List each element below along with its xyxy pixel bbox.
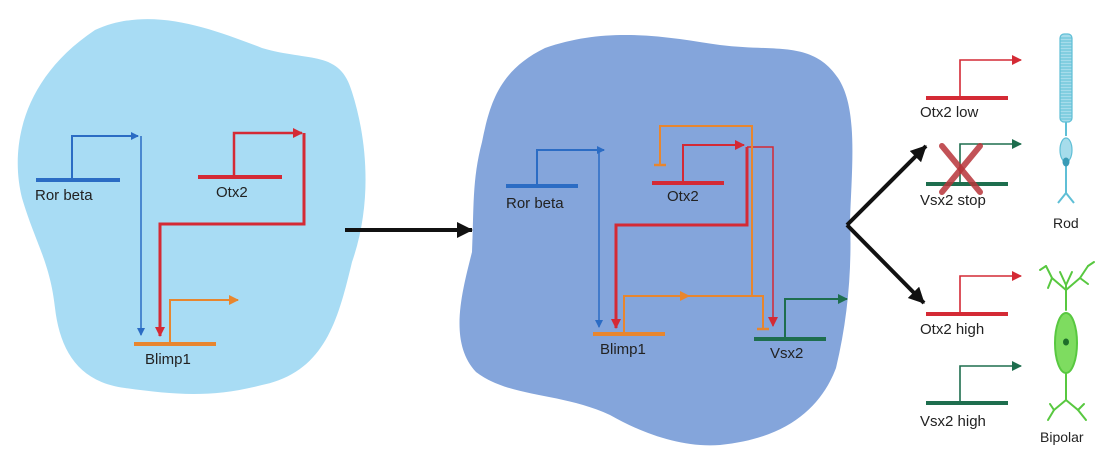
- bipolar-cell-icon: [1039, 261, 1095, 421]
- vsx2-high-label: Vsx2 high: [920, 413, 986, 430]
- blocked-cross-icon: [939, 143, 983, 195]
- blimp1-promoter-arrow: [169, 295, 239, 342]
- vsx2-high-promoter-arrow: [959, 361, 1022, 401]
- bipolar-label: Bipolar: [1040, 429, 1084, 445]
- vsx2-promoter-arrow: [784, 294, 848, 337]
- vsx2-label: Vsx2: [770, 345, 804, 362]
- ror-beta-promoter-arrow: [536, 146, 605, 184]
- otx2-high-promoter-arrow: [959, 271, 1022, 312]
- vsx2-stop-label: Vsx2 stop: [920, 192, 986, 209]
- ror-beta-label: Ror beta: [506, 195, 564, 212]
- blimp1-promoter-arrow: [623, 291, 690, 332]
- left-cell-body: [17, 19, 366, 394]
- rod-fate-arrow: [845, 144, 928, 227]
- otx2-low-promoter-arrow: [959, 55, 1022, 96]
- otx2-promoter-arrow: [232, 128, 303, 175]
- rod-label: Rod: [1053, 215, 1079, 231]
- rod-cell-icon: [1057, 33, 1075, 204]
- blimp1-label: Blimp1: [145, 351, 191, 368]
- blimp1-label: Blimp1: [600, 341, 646, 358]
- otx2-high-label: Otx2 high: [920, 321, 985, 338]
- otx2-to-vsx2-arrow: [747, 146, 778, 327]
- bipolar-fate-arrow: [845, 223, 926, 305]
- ror-beta-promoter-arrow: [71, 132, 139, 178]
- otx2-label: Otx2: [216, 184, 248, 201]
- otx2-label: Otx2: [667, 188, 699, 205]
- blimp1-repress-otx2-line: [659, 125, 753, 297]
- otx2-to-blimp1-arrow: [155, 133, 306, 337]
- otx2-low-label: Otx2 low: [920, 104, 979, 121]
- otx2-promoter-arrow: [682, 140, 745, 181]
- otx2-to-blimp1-arrow: [611, 147, 749, 329]
- middle-cell-body: [459, 34, 853, 446]
- ror-beta-label: Ror beta: [35, 187, 93, 204]
